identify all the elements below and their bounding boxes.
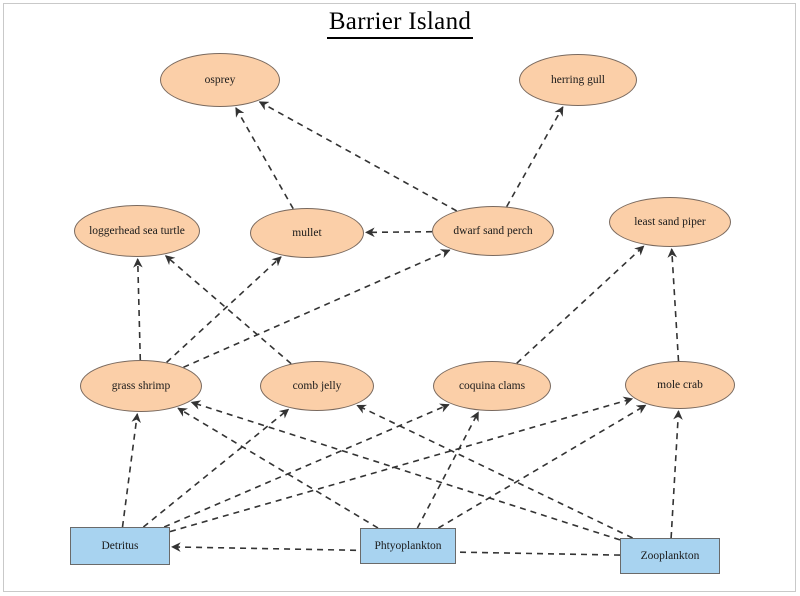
canvas-border [3, 3, 796, 592]
node-label: mole crab [657, 379, 703, 391]
node-loggerhead[interactable]: loggerhead sea turtle [74, 205, 200, 257]
node-osprey[interactable]: osprey [160, 53, 280, 107]
edge-dwarf_perch-to-osprey [258, 101, 458, 212]
edge-detritus-to-comb_jelly [142, 408, 290, 528]
node-zooplankton[interactable]: Zooplankton [620, 538, 720, 574]
node-label: Zooplankton [640, 550, 700, 562]
node-label: coquina clams [458, 380, 526, 392]
node-grass_shrimp[interactable]: grass shrimp [80, 360, 202, 412]
node-mole_crab[interactable]: mole crab [625, 361, 735, 409]
edge-grass_shrimp-to-mullet [166, 256, 282, 363]
edge-mole_crab-to-sand_piper [667, 248, 680, 362]
node-herring_gull[interactable]: herring gull [519, 54, 637, 106]
node-comb_jelly[interactable]: comb jelly [260, 361, 374, 411]
node-label: grass shrimp [111, 380, 171, 392]
page-title: Barrier Island [0, 8, 800, 39]
edge-detritus-to-mole_crab [169, 396, 634, 533]
page-title-text: Barrier Island [326, 8, 474, 39]
node-coquina_clams[interactable]: coquina clams [433, 361, 551, 411]
edge-grass_shrimp-to-loggerhead [133, 258, 143, 361]
node-phytoplankton[interactable]: Phtyoplankton [360, 528, 456, 564]
edge-zooplankton-to-grass_shrimp [190, 400, 621, 541]
node-label: least sand piper [634, 216, 706, 228]
edge-zooplankton-to-mole_crab [670, 410, 683, 539]
edge-dwarf_perch-to-herring_gull [506, 106, 564, 207]
node-label: dwarf sand perch [453, 225, 533, 237]
edge-grass_shrimp-to-dwarf_perch [183, 249, 451, 369]
node-label: osprey [204, 74, 236, 86]
node-label: loggerhead sea turtle [89, 225, 185, 237]
node-label: herring gull [551, 74, 605, 86]
edge-comb_jelly-to-loggerhead [164, 255, 292, 365]
node-dwarf_perch[interactable]: dwarf sand perch [432, 206, 554, 256]
node-sand_piper[interactable]: least sand piper [609, 197, 731, 247]
edge-phytoplankton-to-mole_crab [437, 404, 647, 529]
edge-mullet-to-osprey [235, 107, 294, 210]
node-label: Phtyoplankton [374, 540, 442, 552]
node-mullet[interactable]: mullet [250, 208, 364, 258]
node-label: mullet [292, 227, 322, 239]
edge-phytoplankton-to-grass_shrimp [177, 407, 379, 529]
node-detritus[interactable]: Detritus [70, 527, 170, 565]
node-label: comb jelly [292, 380, 342, 392]
edge-detritus-to-grass_shrimp [121, 412, 141, 528]
node-label: Detritus [101, 540, 139, 552]
edge-dwarf_perch-to-mullet [365, 227, 433, 238]
edge-zooplankton-to-comb_jelly [356, 404, 633, 539]
edge-detritus-to-coquina_clams [163, 403, 450, 528]
edge-coquina_clams-to-sand_piper [516, 245, 645, 364]
